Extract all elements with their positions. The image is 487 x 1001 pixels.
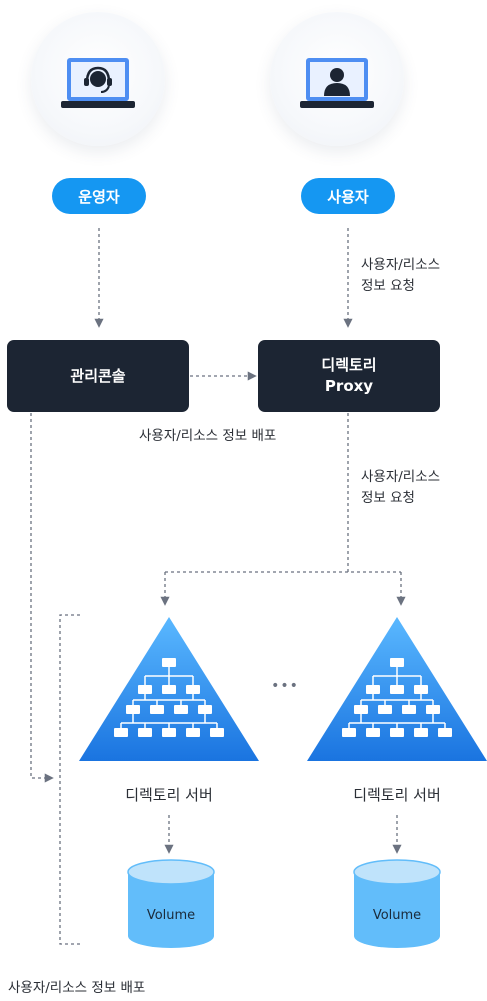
user-person-icon: [300, 58, 374, 108]
directory-proxy-box: 디렉토리 Proxy: [258, 340, 440, 412]
proxy-label-line1: 디렉토리: [321, 356, 377, 374]
arrow-proxy-to-servers: [165, 413, 401, 573]
ellipsis-icon: •••: [271, 678, 299, 694]
operator-circle: [31, 12, 165, 146]
operator-headset-icon: [61, 58, 135, 108]
bottom-distribution-label: 사용자/리소스 정보 배포: [8, 980, 146, 996]
management-console-box: 관리콘솔: [7, 340, 189, 412]
operator-label: 운영자: [52, 178, 146, 214]
proxy-label-line2: Proxy: [324, 377, 374, 395]
volume-1-label: Volume: [146, 908, 196, 923]
user-circle: [270, 12, 404, 146]
directory-tree-icon-1: [78, 616, 260, 762]
volume-2-label: Volume: [372, 908, 422, 923]
server-1-label: 디렉토리 서버: [125, 786, 213, 804]
volume-cylinder-2: [353, 859, 441, 949]
console-label: 관리콘솔: [70, 366, 126, 385]
user-request-label: 사용자/리소스 정보 요청: [361, 257, 441, 294]
volume-cylinder-1: [127, 859, 215, 949]
console-distribution-label: 사용자/리소스 정보 배포: [139, 428, 277, 444]
user-label: 사용자: [301, 178, 395, 214]
directory-tree-icon-2: [306, 616, 487, 762]
server-2-label: 디렉토리 서버: [353, 786, 441, 804]
arrow-console-to-bracket: [30, 413, 54, 783]
proxy-request-label: 사용자/리소스 정보 요청: [361, 469, 441, 506]
